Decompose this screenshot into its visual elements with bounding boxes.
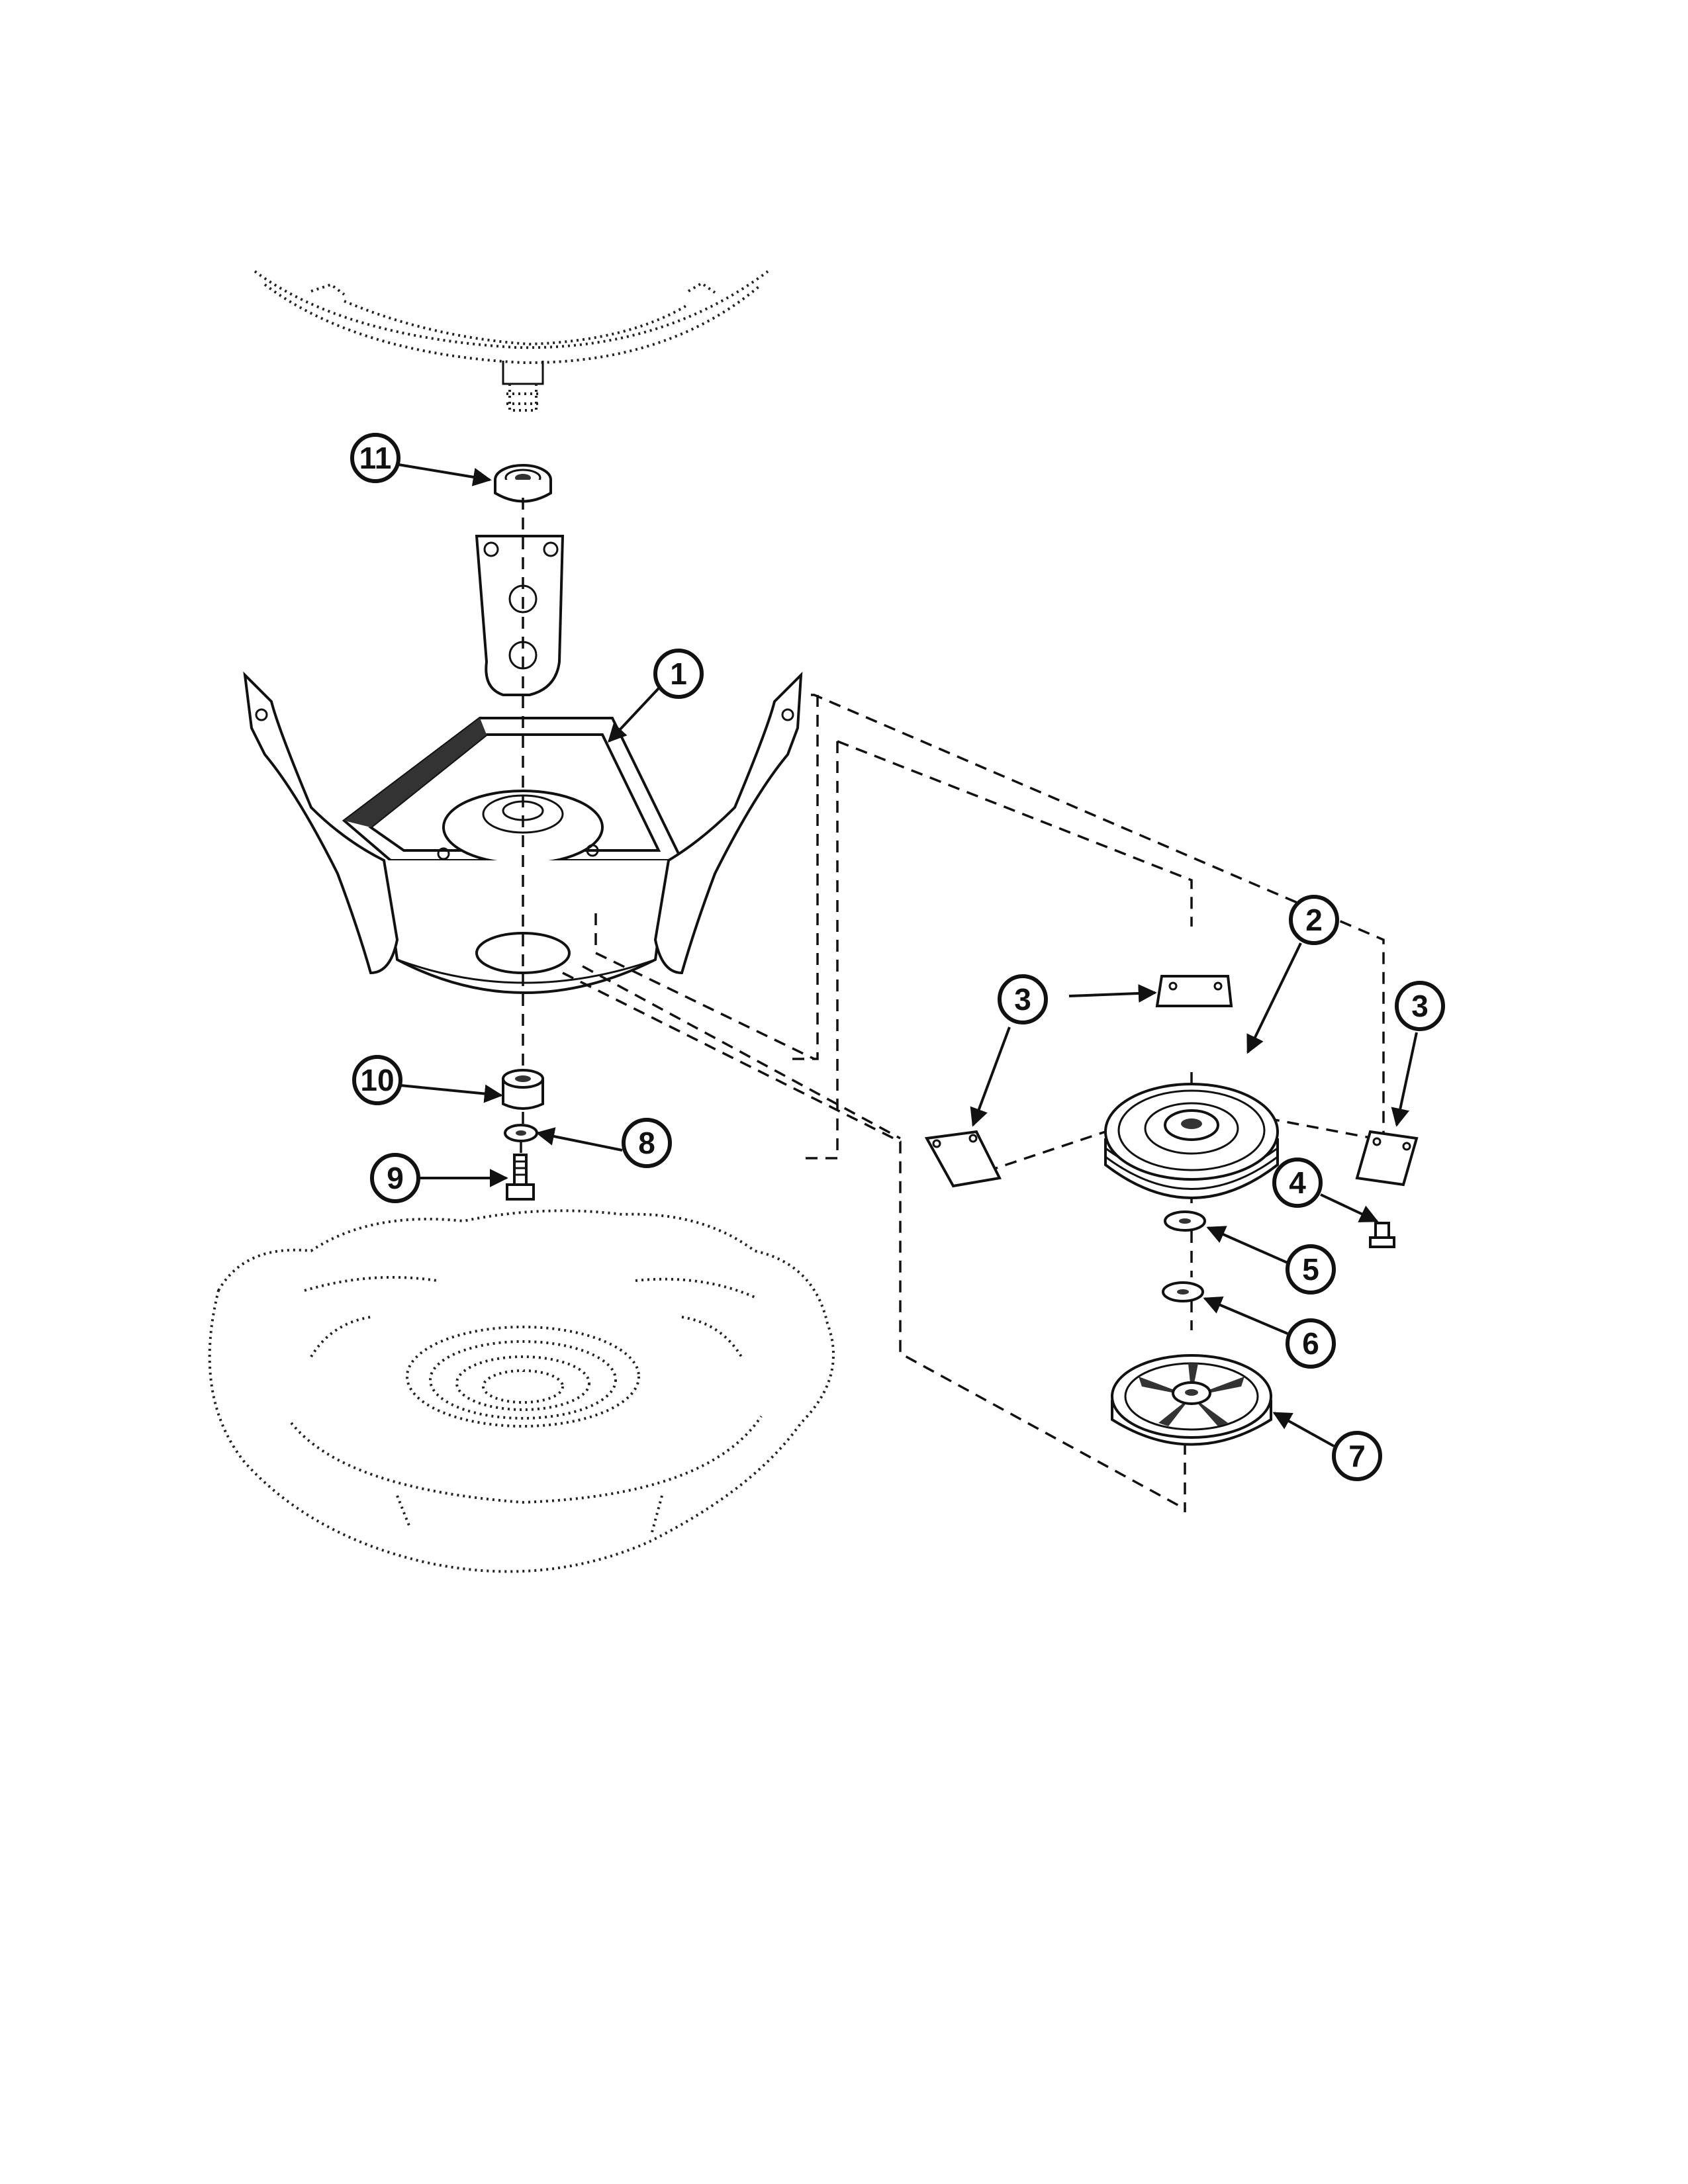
outer-tub-ghost bbox=[208, 1209, 835, 1573]
washer-part-6 bbox=[1162, 1281, 1204, 1302]
callout-1: 1 bbox=[653, 649, 704, 699]
svg-text:3: 3 bbox=[1411, 989, 1429, 1023]
callout-10: 10 bbox=[352, 1055, 402, 1105]
callout-6: 6 bbox=[1286, 1318, 1336, 1369]
callout-3-right: 3 bbox=[1395, 981, 1445, 1031]
callout-3-left: 3 bbox=[998, 974, 1048, 1024]
screw-part-4 bbox=[1369, 1222, 1395, 1248]
bearing-part-11 bbox=[494, 464, 552, 503]
hub-nut-part-10 bbox=[502, 1069, 544, 1110]
svg-text:8: 8 bbox=[638, 1126, 655, 1160]
drive-pulley-part-7 bbox=[1111, 1354, 1272, 1446]
callout-2: 2 bbox=[1289, 895, 1339, 945]
svg-text:9: 9 bbox=[387, 1161, 404, 1195]
centerline-left bbox=[520, 498, 524, 1155]
svg-text:2: 2 bbox=[1305, 903, 1323, 937]
callout-4: 4 bbox=[1272, 1158, 1323, 1208]
callout-9: 9 bbox=[370, 1153, 420, 1203]
svg-text:11: 11 bbox=[359, 441, 392, 475]
pulley-part-2 bbox=[1104, 1083, 1279, 1199]
washer-part-5 bbox=[1164, 1210, 1206, 1232]
pad-part-3-left bbox=[924, 1130, 1002, 1188]
svg-text:3: 3 bbox=[1014, 982, 1031, 1017]
svg-text:4: 4 bbox=[1289, 1165, 1306, 1200]
assembly-path-lines bbox=[562, 694, 1385, 1512]
pad-part-3-right bbox=[1355, 1130, 1419, 1187]
callout-7: 7 bbox=[1332, 1431, 1382, 1481]
leader-lines bbox=[398, 463, 1418, 1447]
svg-text:10: 10 bbox=[360, 1063, 394, 1097]
svg-text:5: 5 bbox=[1302, 1252, 1319, 1287]
bolt-part-9 bbox=[506, 1154, 535, 1201]
washer-part-8 bbox=[504, 1124, 538, 1142]
callout-5: 5 bbox=[1286, 1244, 1336, 1295]
callout-11: 11 bbox=[350, 433, 400, 483]
bracket-assembly-part-1 bbox=[243, 535, 803, 994]
svg-text:6: 6 bbox=[1302, 1326, 1319, 1361]
svg-text:7: 7 bbox=[1348, 1439, 1366, 1473]
pad-part-3-top bbox=[1155, 975, 1233, 1007]
callout-8: 8 bbox=[622, 1118, 672, 1168]
tub-bottom-ghost bbox=[254, 270, 769, 412]
svg-text:1: 1 bbox=[670, 657, 687, 691]
